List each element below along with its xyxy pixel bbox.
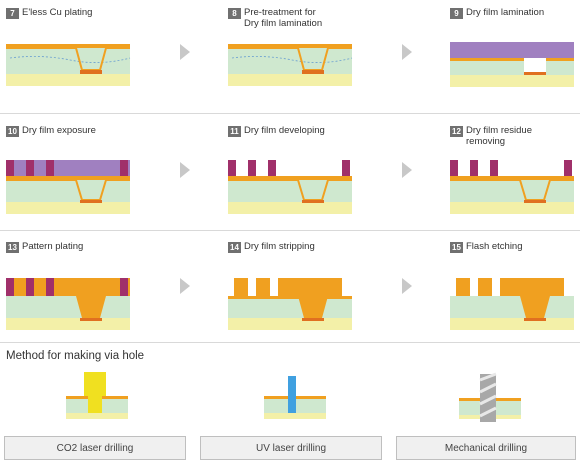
step-number: 10 — [6, 126, 19, 137]
step-7: 7 E'less Cu plating — [0, 0, 190, 112]
step-12: 12 Dry film residue removing — [444, 118, 580, 230]
step-10: 10 Dry film exposure — [0, 118, 190, 230]
pcb-cross-section — [228, 278, 352, 330]
co2-laser-illustration — [66, 372, 128, 419]
arrow-icon — [402, 44, 412, 60]
step-number: 7 — [6, 8, 19, 19]
arrow-icon — [180, 44, 190, 60]
step-label: Dry film exposure — [22, 125, 96, 136]
pcb-cross-section — [450, 278, 574, 330]
step-15: 15 Flash etching — [444, 234, 580, 346]
step-number: 13 — [6, 242, 19, 253]
step-label: Dry film developing — [244, 125, 325, 136]
step-number: 14 — [228, 242, 241, 253]
pcb-cross-section — [228, 160, 352, 214]
pcb-cross-section — [6, 44, 131, 86]
arrow-icon — [180, 162, 190, 178]
uv-laser-drilling-button[interactable]: UV laser drilling — [200, 436, 382, 460]
arrow-icon — [402, 162, 412, 178]
step-number: 8 — [228, 8, 241, 19]
pcb-cross-section — [228, 44, 353, 86]
pcb-cross-section — [6, 160, 130, 214]
step-label: E'less Cu plating — [22, 7, 93, 18]
step-8: 8 Pre-treatment for Dry film lamination — [222, 0, 412, 112]
step-13: 13 Pattern plating — [0, 234, 190, 346]
co2-laser-drilling-button[interactable]: CO2 laser drilling — [4, 436, 186, 460]
step-number: 11 — [228, 126, 241, 137]
arrow-icon — [180, 278, 190, 294]
uv-laser-illustration — [264, 376, 326, 419]
step-label: Flash etching — [466, 241, 523, 252]
step-9: 9 Dry film lamination — [444, 0, 580, 112]
step-label: Pattern plating — [22, 241, 84, 252]
step-number: 9 — [450, 8, 463, 19]
step-label: Dry film lamination — [466, 7, 545, 18]
divider — [0, 230, 580, 231]
mechanical-drill-illustration — [459, 372, 521, 422]
step-11: 11 Dry film developing — [222, 118, 412, 230]
step-number: 12 — [450, 126, 463, 137]
arrow-icon — [402, 278, 412, 294]
step-number: 15 — [450, 242, 463, 253]
mechanical-drilling-button[interactable]: Mechanical drilling — [396, 436, 576, 460]
step-14: 14 Dry film stripping — [222, 234, 412, 346]
step-label: Dry film stripping — [244, 241, 315, 252]
pcb-cross-section — [450, 42, 574, 87]
divider — [0, 113, 580, 114]
pcb-cross-section — [450, 160, 574, 214]
pcb-cross-section — [6, 278, 130, 330]
section-title: Method for making via hole — [6, 350, 145, 362]
divider — [0, 342, 580, 343]
step-label: Pre-treatment for Dry film lamination — [244, 7, 323, 29]
step-label: Dry film residue removing — [466, 125, 532, 147]
